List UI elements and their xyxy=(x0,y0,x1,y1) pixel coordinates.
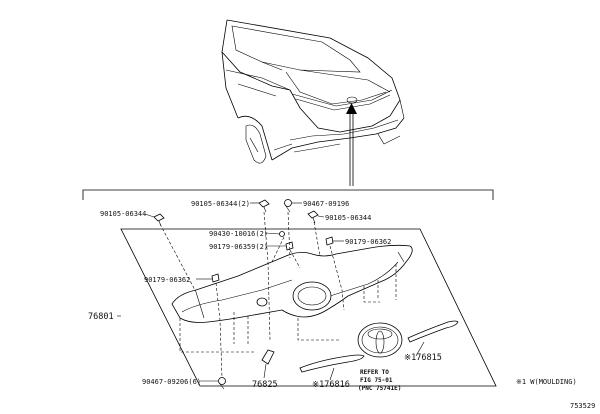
label-90179-06362-left: 90179-06362 xyxy=(144,276,190,284)
label-90105-06344-2: 90105-06344(2) xyxy=(191,200,250,208)
fastener-90105-06344-2 xyxy=(258,199,270,213)
label-90179-06362-right: 90179-06362 xyxy=(345,238,391,246)
fastener-90105-06344-left xyxy=(153,213,165,227)
moulding-76815 xyxy=(407,320,459,343)
footnote: ※1 W(MOULDING) xyxy=(516,378,577,386)
fastener-90179-06362-right xyxy=(325,236,334,246)
fastener-90105-06344-right xyxy=(307,210,319,224)
label-76816: ※176816 xyxy=(312,380,350,390)
assembly-outline-box xyxy=(120,228,497,387)
clip-76825 xyxy=(261,349,275,365)
label-76815: ※176815 xyxy=(404,353,442,363)
label-90430-10016: 90430-10016(2) xyxy=(209,230,268,238)
label-90105-06344-right: 90105-06344 xyxy=(325,214,371,222)
label-90467-09206: 90467-09206(6) xyxy=(142,378,201,386)
label-90105-06344-left: 90105-06344 xyxy=(100,210,146,218)
label-76825: 76825 xyxy=(252,380,278,390)
reference-line-1: REFER TO xyxy=(360,369,389,376)
garnish-76801 xyxy=(171,244,413,323)
leader-lines xyxy=(117,202,425,382)
label-90179-06359: 90179-06359(2) xyxy=(209,243,268,251)
moulding-76816 xyxy=(299,354,365,373)
label-90467-09196: 90467-09196 xyxy=(303,200,349,208)
centerlines xyxy=(159,211,397,379)
fastener-90179-06359 xyxy=(285,241,294,251)
fastener-90430-10016 xyxy=(279,231,285,237)
diagram-id: 753529 xyxy=(570,402,595,410)
assembly-bracket xyxy=(82,189,494,200)
emblem-toyota xyxy=(357,322,403,358)
reference-line-2: FIG 75-01 xyxy=(360,377,393,384)
reference-line-3: (PNC 75741E) xyxy=(358,385,401,392)
fastener-90467-09196 xyxy=(284,199,292,213)
location-arrow xyxy=(346,103,357,186)
car-rear-view-illustration xyxy=(221,19,405,164)
fastener-90467-09206 xyxy=(218,377,226,390)
label-76801: 76801 xyxy=(88,312,114,322)
fastener-90179-06362-left xyxy=(211,273,220,283)
